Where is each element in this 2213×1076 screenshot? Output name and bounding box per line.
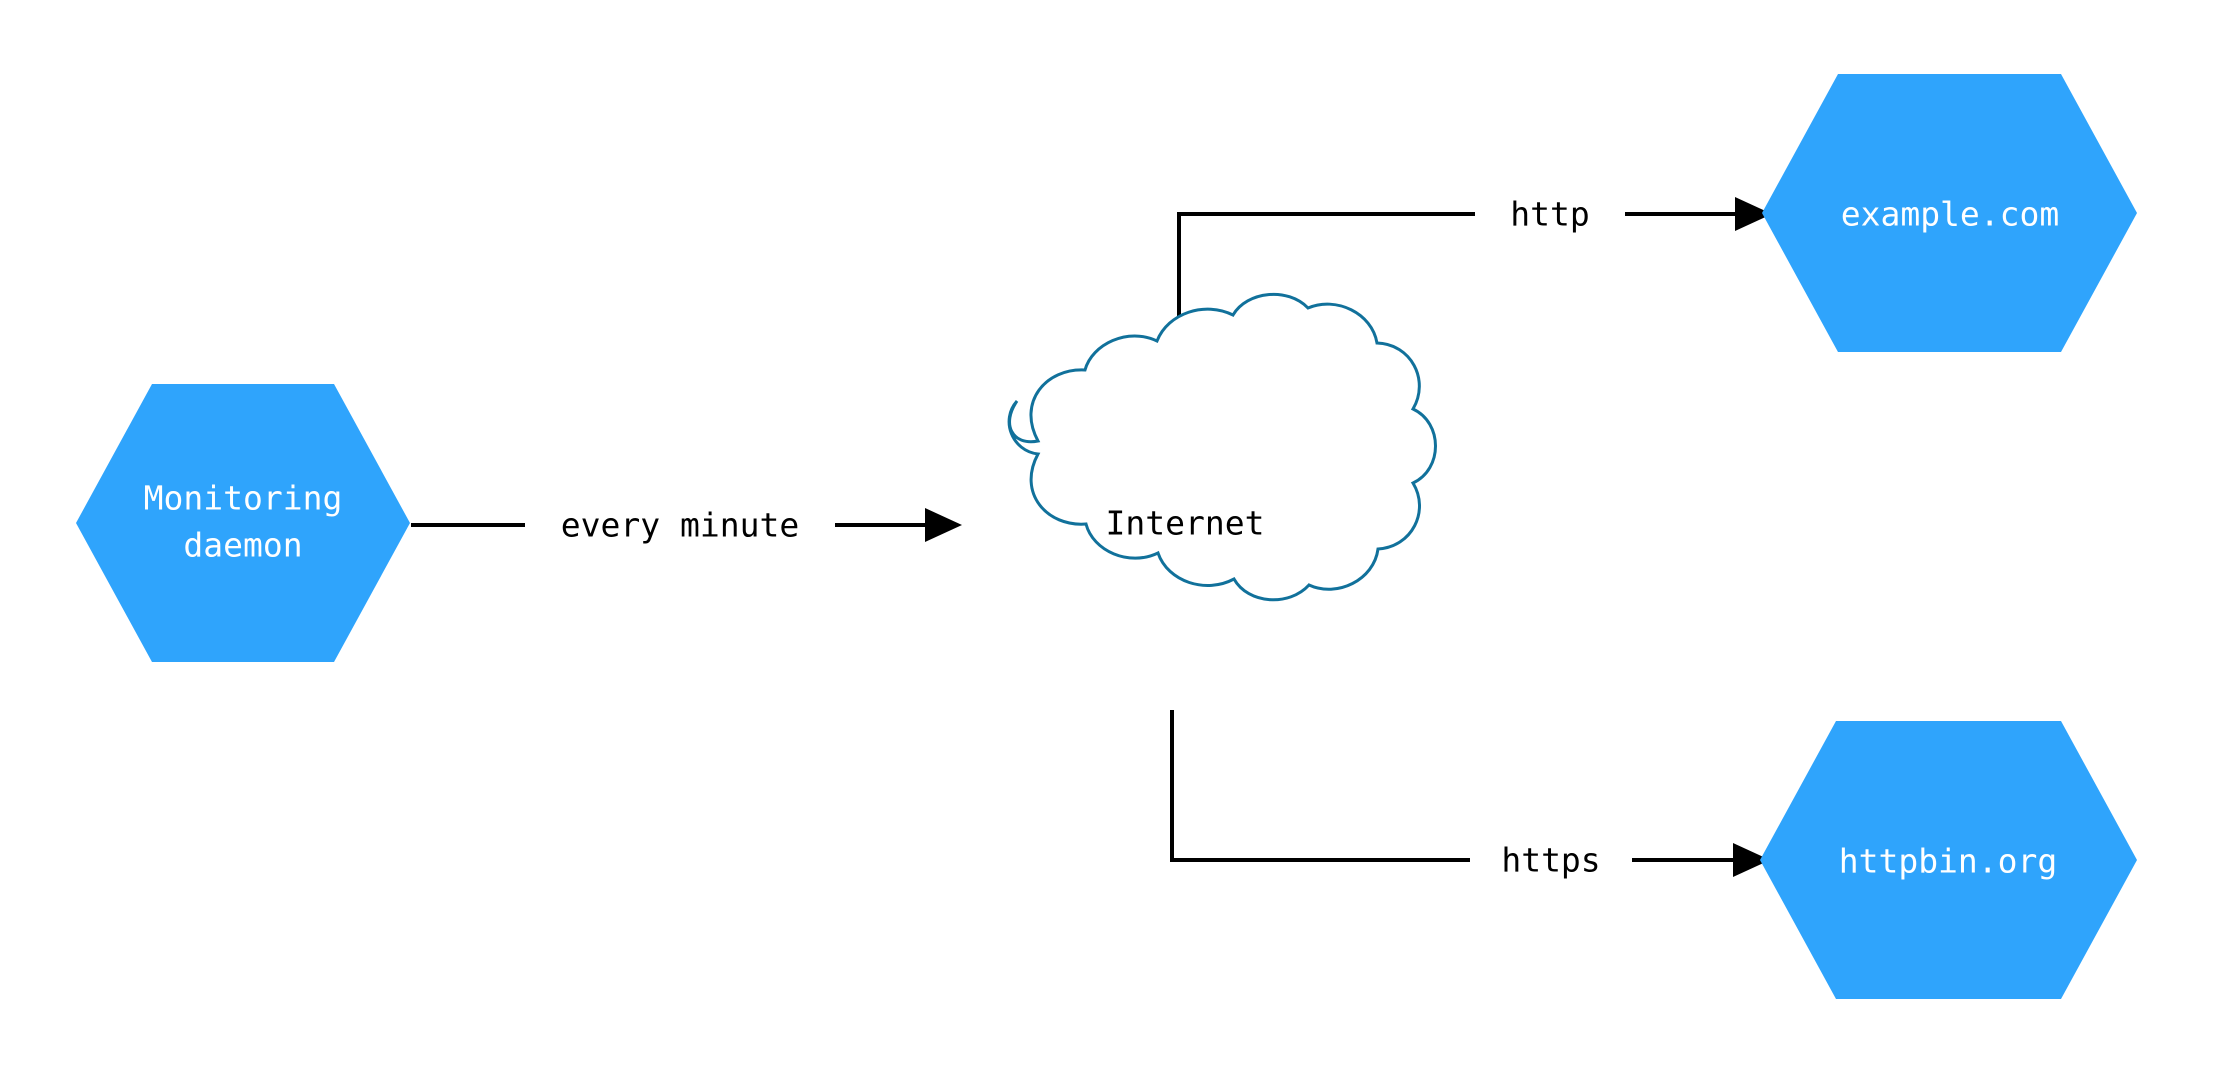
- node-monitoring-daemon[interactable]: Monitoring daemon: [76, 384, 410, 662]
- edge-internet-to-example-arrowhead: [1735, 197, 1772, 231]
- edge-label-every-minute: every minute: [561, 506, 799, 545]
- edge-internet-to-example-elbow: [1177, 212, 1475, 332]
- edge-internet-to-httpbin-arrowhead: [1733, 843, 1770, 877]
- internet-label: Internet: [1106, 504, 1265, 543]
- edge-internet-to-httpbin-elbow: [1170, 710, 1470, 862]
- edge-daemon-to-internet: every minute: [411, 506, 962, 545]
- edge-internet-to-httpbin: https: [1170, 710, 1770, 880]
- node-httpbin-org[interactable]: httpbin.org: [1760, 721, 2137, 999]
- monitoring-daemon-label-line1: Monitoring: [144, 479, 343, 518]
- internet-cloud-shape[interactable]: [1007, 292, 1437, 602]
- example-com-hexagon[interactable]: [1762, 74, 2137, 352]
- edge-daemon-to-internet-arrowhead: [925, 508, 962, 542]
- httpbin-org-label: httpbin.org: [1839, 842, 2058, 881]
- edge-internet-to-example: http: [1177, 195, 1772, 332]
- edge-label-http: http: [1510, 195, 1589, 234]
- monitoring-daemon-hexagon[interactable]: [76, 384, 410, 662]
- httpbin-org-hexagon[interactable]: [1760, 721, 2137, 999]
- example-com-label: example.com: [1841, 195, 2060, 234]
- edge-label-https: https: [1501, 841, 1600, 880]
- monitoring-daemon-label-line2: daemon: [183, 526, 302, 565]
- node-internet[interactable]: Internet: [1007, 292, 1437, 602]
- node-example-com[interactable]: example.com: [1762, 74, 2137, 352]
